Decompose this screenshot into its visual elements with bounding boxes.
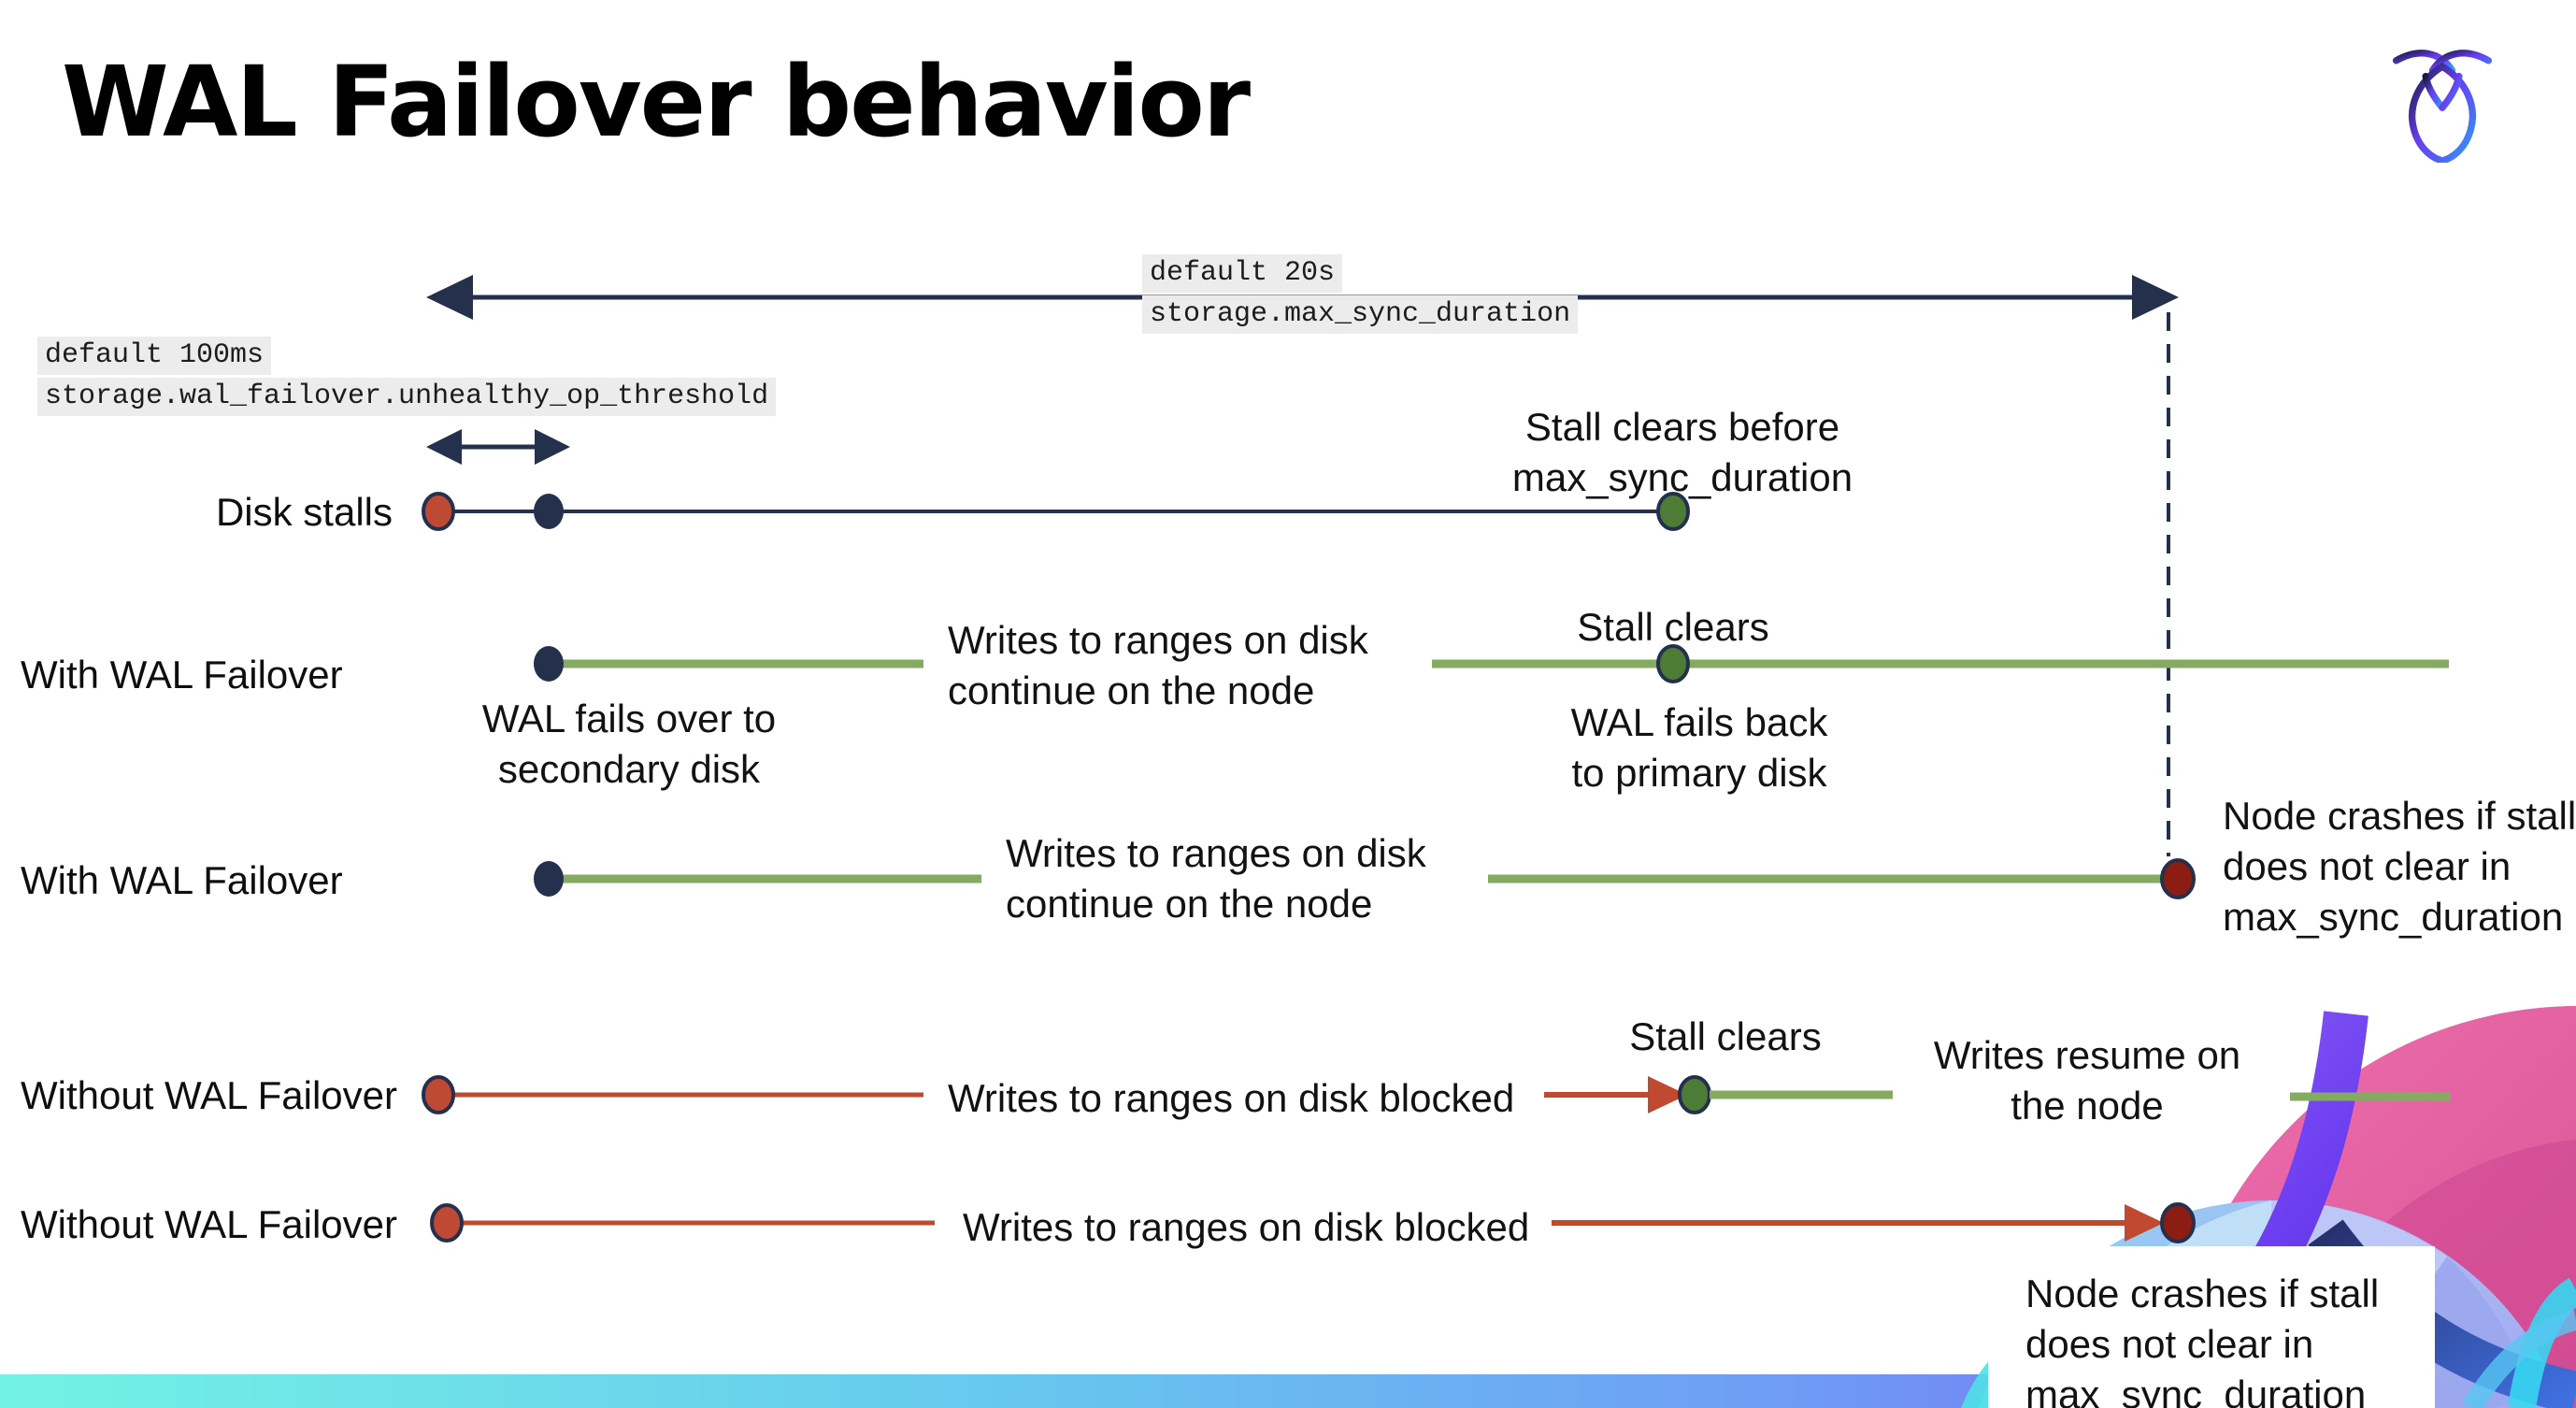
- threshold-dot: [534, 494, 564, 529]
- row-disk-stalls: [422, 492, 1690, 531]
- writes-continue-label-1: Writes to ranges on disk continue on the…: [948, 618, 1368, 712]
- unhealthy-op-setting-name: storage.wal_failover.unhealthy_op_thresh…: [37, 378, 777, 416]
- cockroachdb-logo: [2393, 50, 2492, 163]
- cyan-blade: [2462, 1310, 2576, 1408]
- node-crashes-callout: Node crashes if stall does not clear in …: [1988, 1246, 2435, 1408]
- unhealthy-op-default-label: default 100ms: [37, 337, 272, 375]
- node-crash-dot: [2160, 858, 2196, 899]
- max-sync-default-label: default 20s: [1142, 254, 1343, 293]
- stall-clears-dot: [1656, 492, 1690, 531]
- stall-clears-label-2: Stall clears: [1629, 1014, 1822, 1058]
- failover-dot: [534, 646, 564, 682]
- row-label-without-wal-failover-1: Without WAL Failover: [21, 1073, 397, 1117]
- page-title: WAL Failover behavior: [62, 45, 1251, 159]
- inner-branch-right: [2439, 72, 2463, 111]
- row-label-disk-stalls: Disk stalls: [215, 490, 393, 534]
- row-with-wal-failover-1: [534, 644, 2449, 683]
- stall-start-dot: [430, 1203, 464, 1243]
- antenna-left: [2393, 50, 2456, 74]
- stall-start-dot: [422, 1075, 455, 1114]
- blocked-arrowhead: [2125, 1204, 2164, 1242]
- writes-blocked-label-2: Writes to ranges on disk blocked: [963, 1205, 1530, 1249]
- antenna-right: [2428, 50, 2492, 74]
- inner-branch-left: [2422, 72, 2446, 111]
- stall-clears-dot: [1656, 644, 1690, 683]
- row-label-without-wal-failover-2: Without WAL Failover: [21, 1202, 397, 1246]
- stall-clears-label-1: Stall clears: [1577, 605, 1769, 649]
- node-crash-dot: [2160, 1202, 2196, 1243]
- writes-blocked-label-1: Writes to ranges on disk blocked: [948, 1076, 1515, 1120]
- stall-clears-dot: [1678, 1075, 1711, 1114]
- node-crashes-label-bottom: Node crashes if stall does not clear in …: [2025, 1272, 2380, 1408]
- blocked-arrowhead: [1648, 1076, 1687, 1113]
- stall-start-dot: [422, 492, 455, 531]
- wal-fails-back-label: WAL fails back to primary disk: [1570, 700, 1828, 795]
- node-crashes-label-right: Node crashes if stall does not clear in …: [2223, 794, 2576, 939]
- max-sync-setting-name: storage.max_sync_duration: [1142, 295, 1579, 334]
- stall-clears-before-label: Stall clears before max_sync_duration: [1511, 405, 1853, 499]
- writes-continue-label-2: Writes to ranges on disk continue on the…: [1006, 831, 1426, 926]
- row-label-with-wal-failover-1: With WAL Failover: [21, 653, 343, 697]
- row-without-wal-failover-2: [430, 1202, 2196, 1243]
- writes-resume-label: Writes resume on the node: [1933, 1033, 2241, 1128]
- unhealthy-op-threshold-arrow: [426, 429, 570, 465]
- row-with-wal-failover-2: [534, 858, 2196, 899]
- wal-fails-over-label: WAL fails over to secondary disk: [481, 697, 777, 791]
- row-without-wal-failover-1: [422, 1075, 2451, 1114]
- row-label-with-wal-failover-2: With WAL Failover: [21, 858, 343, 902]
- failover-dot: [534, 861, 564, 897]
